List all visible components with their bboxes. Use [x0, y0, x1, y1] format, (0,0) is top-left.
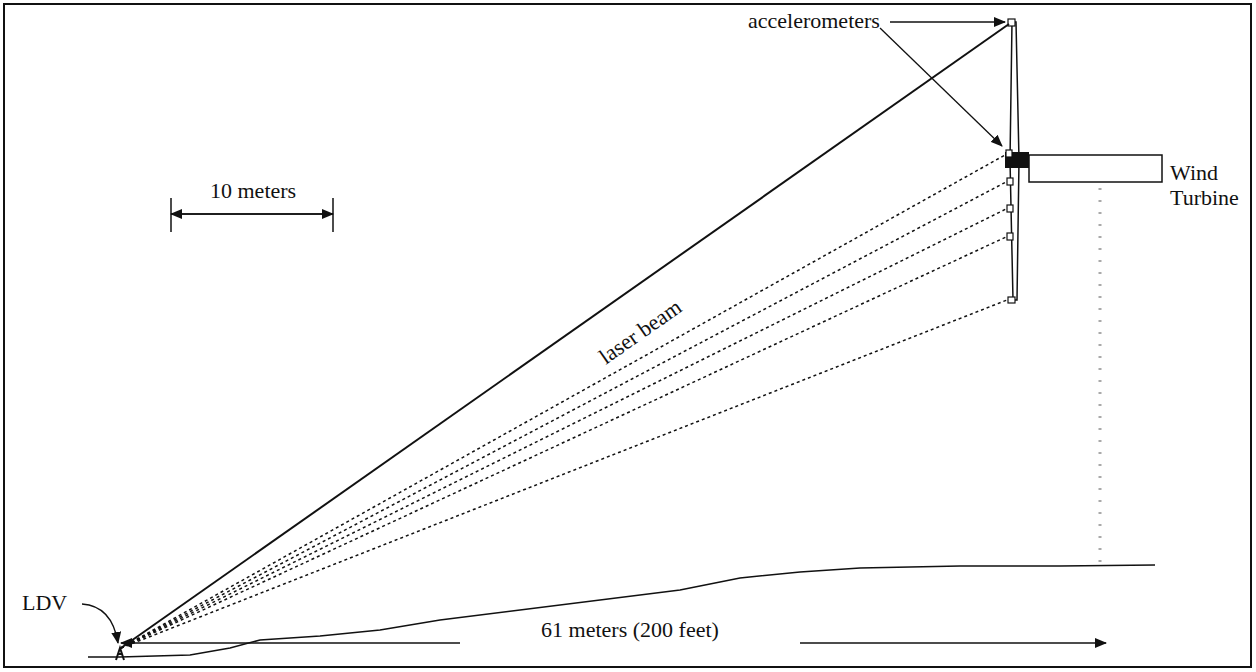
ldv-symbol	[116, 648, 124, 660]
tower	[1099, 188, 1102, 565]
dimension-label: 10 meters	[210, 178, 296, 203]
part-label: Wind Turbine	[1170, 160, 1250, 211]
scale-bar	[171, 198, 333, 232]
frame	[4, 4, 1251, 667]
part-label: LDV	[22, 590, 67, 615]
leader-line	[890, 21, 1005, 22]
part-label: accelerometers	[748, 8, 880, 33]
laser-beam	[121, 24, 1009, 648]
leader-line	[82, 604, 118, 643]
dimension-label: 61 meters (200 feet)	[535, 617, 725, 642]
nacelle	[1029, 155, 1162, 182]
accelerometer-markers	[1006, 19, 1015, 303]
leader-line	[880, 28, 1002, 146]
dotted-beams	[121, 155, 1007, 648]
ground-line	[88, 565, 1155, 657]
